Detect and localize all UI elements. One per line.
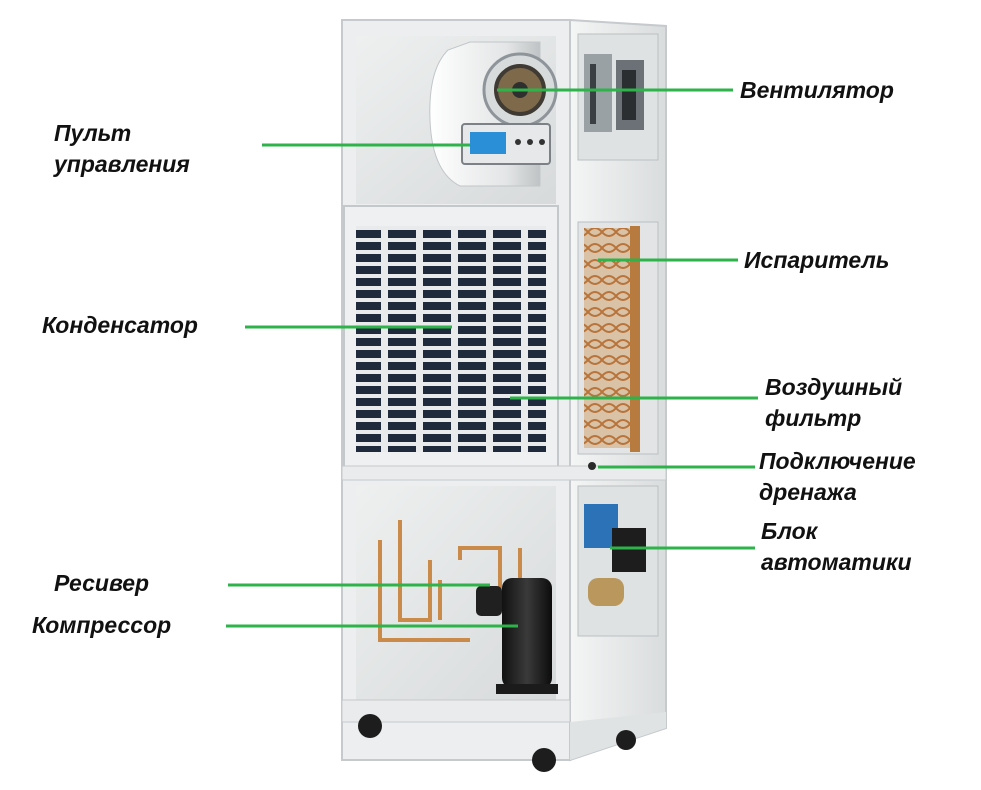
label-air-filter-line2: фильтр [765,405,862,431]
automation-block [584,504,646,606]
evaporator-coil [584,228,630,448]
label-drain: Подключение дренажа [759,446,916,508]
receiver [476,586,502,616]
label-fan: Вентилятор [740,75,894,106]
label-compressor-text: Компрессор [32,612,172,638]
label-evaporator: Испаритель [744,245,889,276]
label-drain-line2: дренажа [759,479,857,505]
wheels [358,714,636,772]
label-automation-block: Блок автоматики [761,516,912,578]
label-control-panel-line1: Пульт [54,120,132,146]
label-air-filter-line1: Воздушный [765,374,903,400]
label-evaporator-text: Испаритель [744,247,890,273]
label-automation-line2: автоматики [761,549,912,575]
control-panel [461,123,551,165]
copper-piping [378,520,522,642]
label-air-filter: Воздушный фильтр [765,372,902,434]
label-automation-line1: Блок [761,518,818,544]
label-control-panel-line2: управления [54,151,190,177]
label-control-panel: Пульт управления [54,118,190,180]
cabinet [341,18,667,772]
label-compressor: Компрессор [32,610,171,641]
label-condenser-text: Конденсатор [42,312,198,338]
label-receiver: Ресивер [54,568,149,599]
label-fan-text: Вентилятор [740,77,894,103]
compressor [496,578,558,694]
label-drain-line1: Подключение [759,448,916,474]
drain-port [588,462,596,470]
label-condenser: Конденсатор [42,310,198,341]
label-receiver-text: Ресивер [54,570,150,596]
